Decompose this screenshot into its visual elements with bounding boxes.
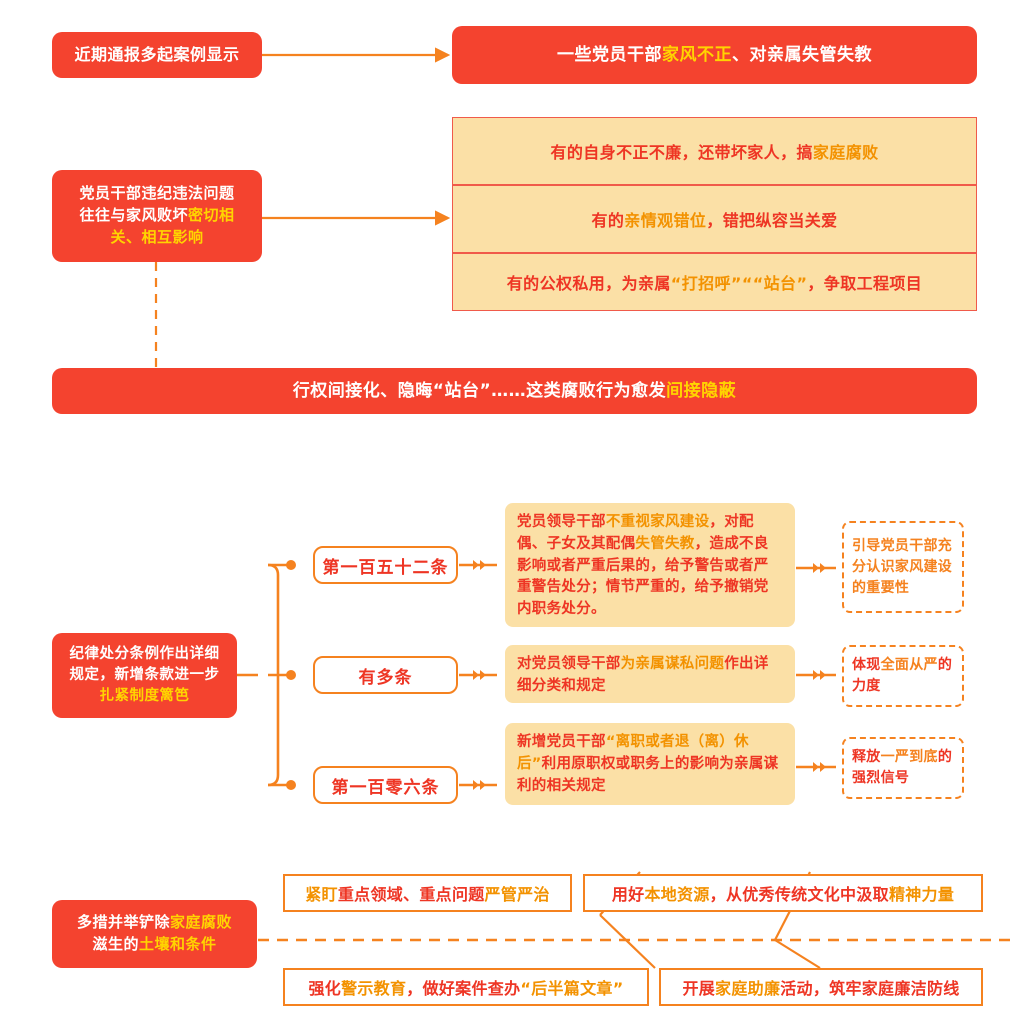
outcome-3-prefix: 释放 — [852, 749, 881, 765]
measure-1-seg-1: 重点领域、重点问题 — [337, 885, 485, 904]
detail-152-seg-1: 不重视家风建设 — [605, 514, 710, 530]
row3-highlight: “打招呼”““站台” — [670, 274, 808, 293]
headline-text: 一些党员干部家风不正、对亲属失管失教 — [557, 43, 872, 68]
cause-line1: 党员干部违纪违法问题 — [79, 184, 235, 203]
article-pill-106-label: 第一百零六条 — [331, 777, 440, 798]
article-detail-multiple: 对党员领导干部为亲属谋私问题作出详细分类和规定 — [505, 645, 795, 703]
outcome-2-orange: 全面从严 — [880, 657, 938, 673]
measure-3-seg-1: 警示教育 — [341, 979, 407, 998]
headline-highlight: 家风不正 — [662, 44, 732, 65]
manifestation-row-3-text: 有的公权私用，为亲属“打招呼”““站台”，争取工程项目 — [507, 270, 922, 294]
measure-3-seg-0: 强化 — [308, 979, 342, 998]
measure-2-seg-3: 精神力量 — [888, 885, 955, 904]
detail-multi-seg-2: 作出详细分类和规定 — [517, 656, 769, 694]
outcome-3-text: 释放一严到底的强烈信号 — [852, 747, 954, 789]
measures-line1: 多措并举铲除家庭腐败 — [77, 912, 232, 934]
detail-106-seg-2: 利用原职权或职务上的影响为亲属谋利的相关规定 — [517, 755, 779, 794]
measure-4-seg-1: 家庭助廉 — [715, 979, 781, 998]
measure-item-4: 开展家庭助廉活动，筑牢家庭廉洁防线 — [659, 968, 983, 1006]
measures-line1-plain: 多措并举铲除 — [76, 913, 170, 932]
article-pill-multiple-label: 有多条 — [358, 667, 413, 688]
banner-highlight: 间接隐蔽 — [666, 380, 737, 401]
measure-4-seg-2: 活动，筑牢家庭廉洁防线 — [780, 979, 960, 998]
detail-152-seg-0: 党员领导干部 — [517, 514, 606, 530]
headline-part2: 、对亲属失管失教 — [732, 44, 872, 65]
row2-part1: 有的 — [591, 211, 625, 230]
measure-2-text: 用好本地资源，从优秀传统文化中汲取精神力量 — [612, 881, 954, 905]
regulation-box: 纪律处分条例作出详细 规定，新增条款进一步 扎紧制度篱笆 — [52, 633, 237, 718]
regulation-line1: 纪律处分条例作出详细 — [69, 645, 220, 662]
article-pill-multiple[interactable]: 有多条 — [313, 656, 458, 694]
row1-part1: 有的自身不正不廉，还带坏家人，搞 — [550, 143, 813, 162]
manifestation-row-2: 有的亲情观错位，错把纵容当关爱 — [452, 185, 977, 253]
detail-152-seg-2: ，对配偶、子女及其配偶 — [517, 514, 754, 552]
cause-line2-highlight: 密切相 — [188, 206, 235, 225]
banner-part1: 行权间接化、隐晦“站台”……这类腐败行为愈发 — [292, 380, 667, 401]
source-label-box: 近期通报多起案例显示 — [52, 32, 262, 78]
measures-line2-highlight: 土壤和条件 — [139, 935, 217, 953]
detail-152-seg-4: ，造成不良影响或者严重后果的，给予警告或者严重警告处分；情节严重的，给予撤销党内… — [517, 535, 769, 617]
measure-item-2: 用好本地资源，从优秀传统文化中汲取精神力量 — [583, 874, 983, 912]
measure-3-seg-2: ，做好案件查办 — [406, 979, 521, 998]
outcome-2-suffix: 的力度 — [852, 657, 953, 694]
outcome-box-1: 引导党员干部充分认识家风建设的重要性 — [842, 521, 964, 613]
headline-box: 一些党员干部家风不正、对亲属失管失教 — [452, 26, 977, 84]
detail-multi-seg-0: 对党员领导干部 — [517, 656, 621, 672]
article-pill-152-label: 第一百五十二条 — [322, 557, 449, 578]
article-detail-106: 新增党员干部“离职或者退（离）休后”利用原职权或职务上的影响为亲属谋利的相关规定 — [505, 723, 795, 805]
measures-line2-plain: 滋生的 — [92, 935, 139, 953]
article-pill-152[interactable]: 第一百五十二条 — [313, 546, 458, 584]
measure-4-text: 开展家庭助廉活动，筑牢家庭廉洁防线 — [682, 975, 959, 999]
cause-box: 党员干部违纪违法问题 往往与家风败坏密切相 关、相互影响 — [52, 170, 262, 262]
measure-3-seg-3: “后半篇文章” — [520, 979, 624, 998]
measure-1-seg-2: 严管严治 — [484, 885, 550, 904]
headline-part1: 一些党员干部 — [557, 44, 662, 65]
manifestation-row-3: 有的公权私用，为亲属“打招呼”““站台”，争取工程项目 — [452, 253, 977, 311]
measure-item-3: 强化警示教育，做好案件查办“后半篇文章” — [283, 968, 649, 1006]
conclusion-banner: 行权间接化、隐晦“站台”……这类腐败行为愈发间接隐蔽 — [52, 368, 977, 414]
detail-multi-seg-1: 为亲属谋私问题 — [620, 656, 725, 672]
detail-106-seg-1: “离职或者退（离）休后” — [517, 734, 749, 772]
row1-highlight: 家庭腐败 — [812, 143, 879, 162]
manifestation-row-1-text: 有的自身不正不廉，还带坏家人，搞家庭腐败 — [550, 139, 878, 163]
measure-2-seg-0: 用好 — [611, 885, 645, 904]
outcome-2-prefix: 体现 — [852, 657, 881, 673]
manifestation-row-1: 有的自身不正不廉，还带坏家人，搞家庭腐败 — [452, 117, 977, 185]
measure-item-1: 紧盯重点领域、重点问题严管严治 — [283, 874, 572, 912]
measure-1-text: 紧盯重点领域、重点问题严管严治 — [305, 881, 550, 905]
regulation-line3: 扎紧制度篱笆 — [99, 688, 190, 704]
measure-2-seg-2: ，从优秀传统文化中汲取 — [709, 885, 889, 904]
article-pill-106[interactable]: 第一百零六条 — [313, 766, 458, 804]
measure-2-seg-1: 本地资源 — [644, 885, 710, 904]
row3-part2: ，争取工程项目 — [807, 274, 923, 293]
article-detail-152: 党员领导干部不重视家风建设，对配偶、子女及其配偶失管失教，造成不良影响或者严重后… — [505, 503, 795, 627]
source-label-text: 近期通报多起案例显示 — [74, 45, 240, 65]
outcome-1-text: 引导党员干部充分认识家风建设的重要性 — [852, 537, 953, 596]
measures-box: 多措并举铲除家庭腐败 滋生的土壤和条件 — [52, 900, 257, 968]
row2-part2: ，错把纵容当关爱 — [706, 211, 838, 230]
measure-3-text: 强化警示教育，做好案件查办“后半篇文章” — [308, 975, 623, 999]
measure-1-seg-0: 紧盯 — [305, 885, 338, 904]
manifestation-row-2-text: 有的亲情观错位，错把纵容当关爱 — [591, 207, 837, 231]
detail-152-seg-3: 失管失教 — [635, 535, 695, 552]
cause-line2: 往往与家风败坏密切相 — [79, 205, 234, 227]
outcome-box-3: 释放一严到底的强烈信号 — [842, 737, 964, 799]
outcome-2-text: 体现全面从严的力度 — [852, 655, 954, 697]
row2-highlight: 亲情观错位 — [624, 211, 707, 230]
regulation-line2: 规定，新增条款进一步 — [69, 666, 220, 683]
outcome-3-suffix: 的强烈信号 — [852, 749, 953, 786]
measures-line1-highlight: 家庭腐败 — [170, 913, 233, 932]
conclusion-banner-text: 行权间接化、隐晦“站台”……这类腐败行为愈发间接隐蔽 — [293, 379, 736, 404]
detail-106-seg-0: 新增党员干部 — [517, 734, 606, 750]
outcome-3-orange: 一严到底 — [880, 749, 938, 765]
row3-part1: 有的公权私用，为亲属 — [506, 274, 671, 293]
measure-4-seg-0: 开展 — [682, 979, 716, 998]
outcome-box-2: 体现全面从严的力度 — [842, 645, 964, 707]
measures-line2: 滋生的土壤和条件 — [92, 934, 216, 956]
cause-line3: 关、相互影响 — [110, 227, 204, 246]
cause-line2-plain: 往往与家风败坏 — [79, 206, 188, 225]
